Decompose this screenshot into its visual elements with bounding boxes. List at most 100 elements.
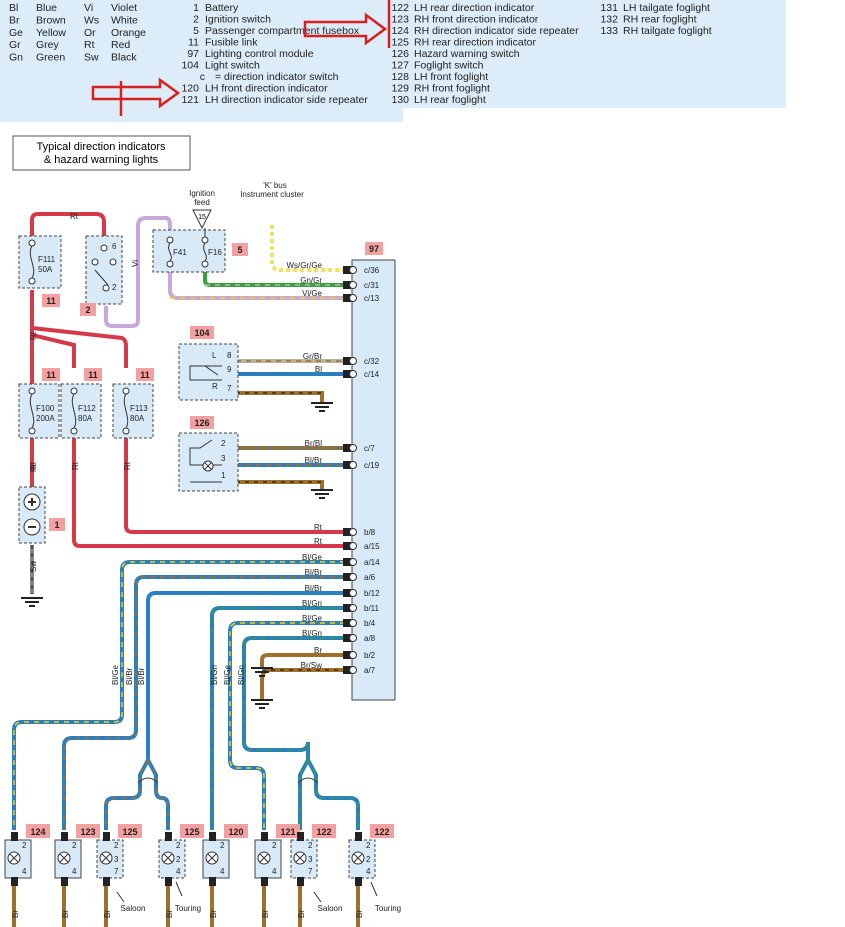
label-box [26,824,50,838]
connector [11,877,18,886]
wire-stripe [307,759,359,830]
pin-terminal [349,651,357,659]
svg-text:Touring: Touring [375,904,401,913]
wire-stripe [105,759,149,830]
wire-label: Rt [123,461,132,470]
bulb-filament [9,853,19,863]
wire-label: Br [261,910,270,918]
bulb-filament [163,853,173,863]
hazard-switch: 126 231 [178,416,239,492]
wire-label: Br [314,646,322,655]
earth-symbol [21,597,43,607]
connector [103,832,110,841]
svg-text:Rt: Rt [70,212,79,221]
component-name: RH front direction indicator [414,14,539,26]
component-name: RH front foglight [414,83,490,95]
label-box [276,824,300,838]
label-box [312,824,336,838]
component-number: 131 [600,2,618,14]
colour-name: Green [36,52,65,64]
label-box [84,368,102,381]
label-box [118,824,142,838]
fuse-terminal [122,427,130,435]
colour-code: Br [9,14,20,26]
pin-label: b/8 [364,528,376,537]
colour-code: Vi [84,2,93,14]
wire [298,759,310,830]
wire-stripe [63,576,345,830]
bulb-filament [353,853,363,863]
lamp-number: 120 [228,827,243,837]
pin-terminal [349,370,357,378]
fuse-element [123,393,129,429]
wire-label: Br/Bl [305,439,323,448]
svg-text:7: 7 [227,384,232,393]
component-number: 11 [188,37,199,49]
component-number: 1 [193,2,199,14]
connector [343,573,351,581]
wire-label: Gr/Br [303,352,322,361]
wire-stripe [299,759,309,830]
callout-arrow-right [303,0,391,48]
wire-label: Ws/Gr/Ge [286,261,322,270]
wire-label: Br/Sw [301,661,323,670]
connector [297,877,304,886]
component-name: Hazard warning switch [414,48,520,60]
component-name: RH rear foglight [623,14,697,26]
pin-terminal [349,542,357,550]
svg-text:Saloon: Saloon [318,904,343,913]
component-number: 122 [391,2,409,14]
component-number: 132 [600,14,618,26]
connector [355,877,362,886]
connector [61,832,68,841]
svg-text:Saloon: Saloon [121,904,146,913]
pin-number: 4 [176,867,181,876]
component-number: 97 [187,48,199,60]
svg-text:F111: F111 [38,255,56,264]
svg-text:11: 11 [46,296,56,306]
svg-text:2: 2 [221,439,226,448]
connector [11,832,18,841]
pin-label: a/8 [364,634,376,643]
pin-number: 2 [176,841,181,850]
fuse-rating: 80A [78,414,93,423]
pin-number: 2 [114,841,119,850]
wire-label: Bl/Gn [210,665,219,685]
pin-number: 2 [272,841,277,850]
wire-label: Br [61,910,70,918]
fuse-element [71,393,77,429]
svg-text:F41: F41 [173,248,187,257]
wire-label: Bl/Br [305,456,323,465]
lamp-number: 122 [374,827,389,837]
pin-number: 2 [220,841,225,850]
component-name: LH front foglight [414,71,488,83]
wire-label: Bl [315,365,322,374]
earth-symbol [311,489,333,499]
connector [343,589,351,597]
pin-terminal [349,294,357,302]
connector [297,832,304,841]
colour-code: Gr [9,39,21,51]
pin-number: 4 [272,867,277,876]
component-name: Passenger compartment fusebox [205,25,360,37]
component-number: 127 [391,60,409,72]
wire-label: Bl/Ge [111,664,120,685]
wire-label: Br [355,910,364,918]
pin-number: 7 [308,867,313,876]
svg-text:Typical direction indicators: Typical direction indicators [36,141,166,153]
pin-label: c/31 [364,281,380,290]
pin-label: b/11 [364,604,380,613]
wire-label: Bl/Ge [302,614,323,623]
colour-name: Yellow [36,27,66,39]
pin-terminal [349,558,357,566]
component-name: RH rear direction indicator [414,37,536,49]
component-name: LH front direction indicator [205,83,328,95]
component-number: 121 [181,94,199,106]
component-name: Lighting control module [205,48,314,60]
